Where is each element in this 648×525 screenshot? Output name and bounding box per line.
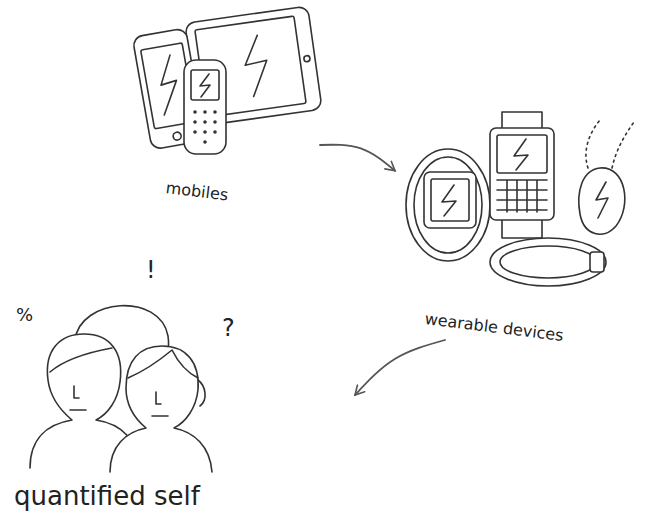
- people-drawing-part: [70, 409, 86, 411]
- feature-phone-drawing-part: [213, 110, 217, 114]
- smart-watch-drawing: [490, 112, 554, 238]
- tablet-drawing-part: [241, 35, 271, 97]
- fitness-band-drawing-part: [500, 246, 596, 278]
- wrist-band-drawing-part: [431, 179, 469, 221]
- illustration-group: quantified self: [10, 265, 355, 520]
- wrist-band-drawing-part: [406, 149, 490, 261]
- wrist-band-drawing-part: [424, 172, 476, 228]
- people-drawing-part: [198, 380, 205, 406]
- smartphone-drawing-part: [173, 131, 182, 140]
- smart-watch-drawing-part: [502, 218, 542, 238]
- feature-phone-drawing-part: [184, 60, 226, 154]
- smart-watch-drawing-part: [514, 139, 528, 170]
- feature-phone-drawing-part: [203, 140, 207, 144]
- wrist-band-drawing: [406, 149, 490, 261]
- fitness-band-drawing-part: [490, 238, 606, 286]
- feature-phone-drawing-part: [193, 120, 197, 124]
- flow-arrow: [320, 145, 395, 171]
- feature-phone-drawing-part: [203, 110, 207, 114]
- people-drawing-part: [50, 348, 112, 372]
- pendant-drawing-part: [579, 168, 625, 234]
- flow-arrow: [355, 340, 445, 395]
- wrist-band-drawing-part: [442, 185, 456, 216]
- feature-phone-drawing: [184, 60, 226, 154]
- feature-phone-drawing-part: [193, 110, 197, 114]
- people-drawing-part: [156, 392, 161, 404]
- pendant-drawing-part: [612, 122, 634, 168]
- feature-phone-drawing-part: [200, 74, 210, 97]
- tablet-drawing-part: [304, 55, 311, 62]
- smartphone-drawing-part: [154, 55, 182, 115]
- people-drawing-part: [110, 346, 212, 472]
- caption-text: mobiles: [165, 178, 229, 205]
- feature-phone-drawing-part: [191, 70, 219, 100]
- pendant-drawing-part: [586, 120, 600, 168]
- illustration-group: mobiles: [130, 5, 320, 205]
- people-drawing-part: [128, 350, 198, 378]
- feature-phone-drawing-part: [213, 120, 217, 124]
- caption-text: wearable devices: [424, 309, 565, 345]
- fitness-band-drawing: [490, 238, 606, 286]
- pendant-drawing-part: [596, 182, 608, 218]
- caption-text: quantified self: [14, 481, 200, 512]
- people-drawing-part: [74, 386, 79, 398]
- people-drawing-part: [152, 415, 168, 417]
- feature-phone-drawing-part: [193, 130, 197, 134]
- pendant-drawing: [579, 120, 634, 234]
- feature-phone-drawing-part: [203, 130, 207, 134]
- smart-watch-drawing-part: [497, 135, 547, 173]
- smart-watch-drawing-part: [490, 128, 554, 220]
- symbol-note: ?: [222, 316, 235, 340]
- wrist-band-drawing-part: [414, 157, 482, 253]
- fitness-band-drawing-part: [590, 252, 604, 272]
- connectors: [320, 145, 445, 395]
- symbol-note: !: [146, 258, 156, 282]
- feature-phone-drawing-part: [203, 120, 207, 124]
- symbol-note: %: [16, 306, 33, 324]
- illustration-group: wearable devices: [395, 105, 645, 340]
- feature-phone-drawing-part: [213, 130, 217, 134]
- smart-watch-drawing-part: [497, 180, 547, 212]
- people-drawing: [30, 306, 212, 472]
